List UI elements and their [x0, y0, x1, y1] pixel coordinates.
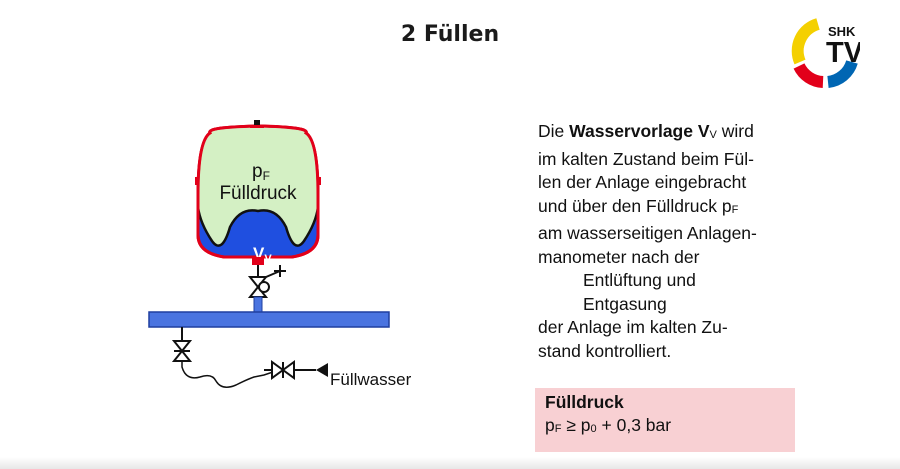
vessel-label: Fülldruck	[219, 183, 297, 204]
formula-title: Fülldruck	[545, 392, 624, 412]
cap-valve-knob	[258, 281, 270, 293]
desc-line-7: Entlüftung und	[583, 270, 696, 290]
logo-ring-yellow	[791, 18, 821, 65]
fill-water-label: Füllwasser	[330, 370, 412, 389]
desc-line-9: der Anlage im kalten Zu-	[538, 317, 728, 337]
desc-line-6: manometer nach der	[538, 246, 700, 267]
desc-line-2: im kalten Zustand beim Fül-	[538, 148, 754, 169]
branch-pipe	[253, 296, 263, 314]
formula-expression: pF ≥ p0 + 0,3 bar	[545, 415, 672, 435]
logo-text-bottom: TV	[826, 37, 860, 69]
main-pipe	[148, 311, 390, 328]
shk-tv-logo: SHK TV	[791, 18, 860, 88]
formula-box: Fülldruck pF ≥ p0 + 0,3 bar	[535, 388, 795, 452]
bottom-shadow-bar	[0, 457, 900, 469]
logo-ring-red	[793, 63, 824, 88]
gas-valve	[254, 120, 260, 127]
logo-ring-blue	[826, 59, 858, 88]
desc-line-4: und über den Fülldruck pF	[538, 195, 739, 216]
logo-text-top: SHK	[828, 24, 856, 39]
desc-line-5: am wasserseitigen Anlagen-	[538, 223, 757, 243]
desc-line-1: Die Wasservorlage VV wird	[538, 121, 754, 141]
vessel-connection	[252, 257, 264, 265]
fill-valve-lower	[171, 349, 193, 362]
supply-arrow	[316, 363, 328, 377]
vessel-flange-left	[195, 177, 199, 185]
fill-valve-upper	[171, 340, 193, 353]
slide-title: 2 Füllen	[400, 22, 500, 47]
supply-valve-left	[271, 360, 285, 380]
description-text: Die Wasservorlage VV wird im kalten Zust…	[538, 120, 838, 363]
vessel-symbol: pF	[252, 161, 270, 183]
vessel-flange-right	[317, 177, 321, 185]
desc-line-8: Entgasung	[583, 293, 667, 314]
desc-line-3: len der Anlage eingebracht	[538, 172, 747, 192]
gas-valve-cap	[250, 125, 264, 128]
supply-valve-right	[281, 360, 295, 380]
expansion-vessel-diagram: pF Fülldruck VV Füllwasser	[148, 120, 412, 389]
fill-hose	[181, 361, 278, 388]
desc-line-10: stand kontrolliert.	[538, 340, 672, 361]
